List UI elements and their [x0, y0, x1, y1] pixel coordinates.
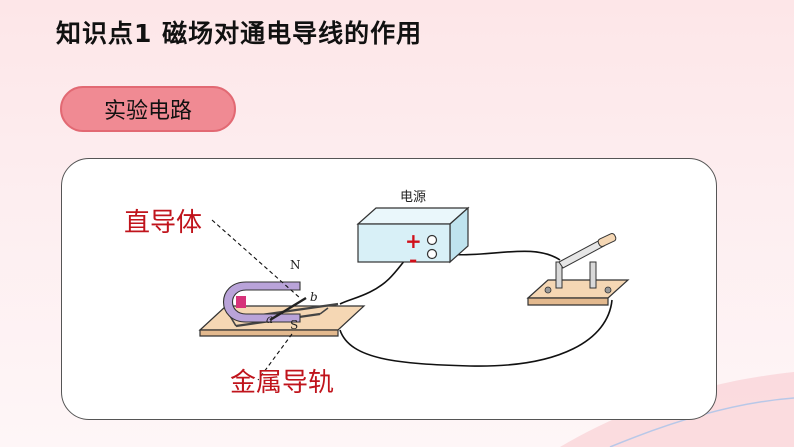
straight-conductor-label: 直导体: [124, 208, 203, 238]
minus-sign: -: [409, 248, 418, 272]
power-supply-label: 电源: [400, 190, 427, 205]
section-label: 实验电路: [103, 99, 192, 124]
power-supply: [356, 206, 470, 264]
plus-sign: +: [405, 229, 422, 253]
straight-conductor: [269, 296, 307, 322]
wire-return: [339, 299, 613, 367]
point-b-label: b: [310, 290, 318, 304]
knife-switch: [526, 233, 630, 306]
negative-terminal: [426, 248, 438, 260]
positive-terminal: [426, 234, 438, 246]
metal-rails-label: 金属导轨: [230, 368, 335, 398]
leader-line-conductor: [211, 219, 301, 299]
leader-line-rails: [257, 333, 293, 381]
section-label-pill: 实验电路: [60, 86, 236, 132]
point-a-label: a: [266, 312, 274, 326]
page-title: 知识点1 磁场对通电导线的作用: [56, 19, 423, 48]
magnet-south-label: S: [290, 318, 299, 332]
magnet-north-label: N: [290, 258, 301, 272]
horseshoe-magnet: [222, 281, 301, 323]
